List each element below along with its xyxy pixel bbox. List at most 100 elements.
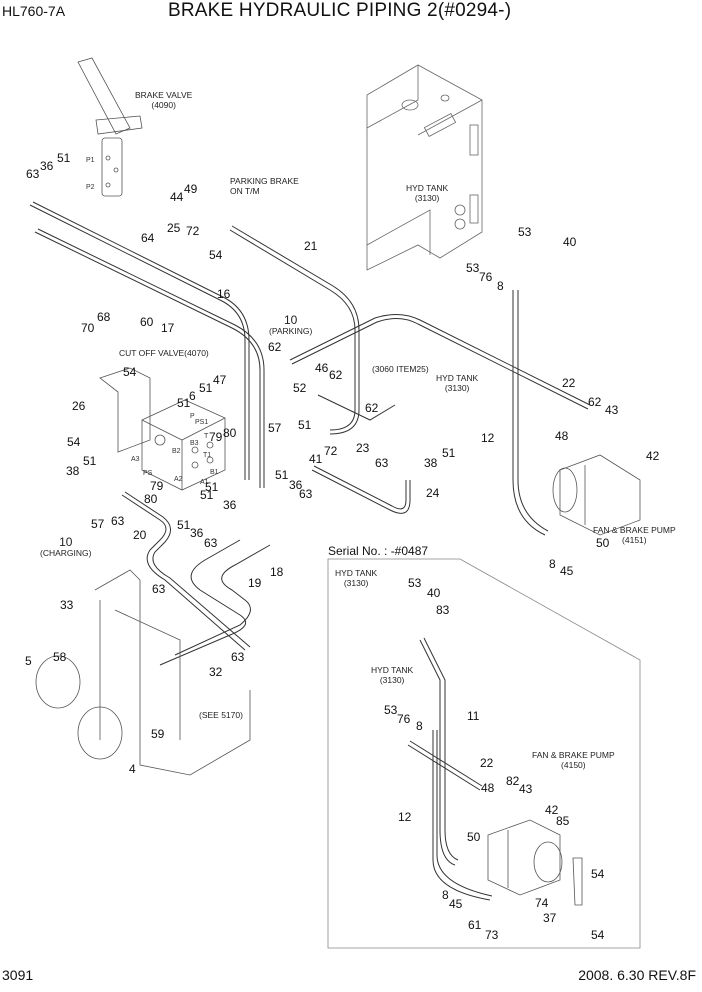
part-callout[interactable]: 63 [375, 456, 389, 470]
part-callout[interactable]: 37 [543, 911, 557, 925]
part-callout[interactable]: 76 [397, 712, 411, 726]
part-callout[interactable]: 42 [545, 803, 559, 817]
part-callout[interactable]: 63 [231, 650, 245, 664]
part-callout[interactable]: 8 [442, 888, 449, 902]
part-callout[interactable]: 43 [519, 782, 533, 796]
part-callout[interactable]: 51 [199, 381, 213, 395]
part-callout[interactable]: 47 [213, 373, 227, 387]
part-callout[interactable]: 4 [129, 762, 136, 776]
part-callout[interactable]: 16 [217, 287, 231, 301]
part-callout[interactable]: 57 [268, 421, 282, 435]
part-callout[interactable]: 38 [424, 456, 438, 470]
part-callout[interactable]: 5 [25, 654, 32, 668]
part-callout[interactable]: 53 [384, 703, 398, 717]
part-callout[interactable]: 51 [83, 454, 97, 468]
part-callout[interactable]: 68 [97, 310, 111, 324]
part-callout[interactable]: 63 [152, 582, 166, 596]
part-callout[interactable]: 51 [298, 418, 312, 432]
part-callout[interactable]: 54 [591, 928, 605, 942]
part-callout[interactable]: 51 [57, 151, 71, 165]
part-callout[interactable]: 38 [66, 464, 80, 478]
part-callout[interactable]: 45 [560, 564, 574, 578]
part-callout[interactable]: 62 [365, 401, 379, 415]
part-callout[interactable]: 51 [275, 468, 289, 482]
part-callout[interactable]: 60 [140, 315, 154, 329]
part-callout[interactable]: 22 [562, 376, 576, 390]
part-callout[interactable]: 58 [53, 650, 67, 664]
part-callout[interactable]: 24 [426, 486, 440, 500]
part-callout[interactable]: 12 [481, 431, 495, 445]
part-callout[interactable]: 6 [189, 389, 196, 403]
part-callout[interactable]: 42 [646, 449, 660, 463]
part-callout[interactable]: 54 [123, 365, 137, 379]
part-callout[interactable]: 40 [563, 235, 577, 249]
part-callout[interactable]: 36 [40, 159, 54, 173]
part-callout[interactable]: 57 [91, 517, 105, 531]
part-callout[interactable]: 64 [141, 231, 155, 245]
part-callout[interactable]: 50 [467, 830, 481, 844]
part-callout[interactable]: 79 [209, 430, 223, 444]
part-callout[interactable]: 48 [555, 429, 569, 443]
part-callout[interactable]: 22 [480, 756, 494, 770]
part-callout[interactable]: 26 [72, 399, 86, 413]
part-callout[interactable]: 36 [190, 526, 204, 540]
part-callout[interactable]: 54 [209, 248, 223, 262]
part-callout[interactable]: 83 [436, 603, 450, 617]
part-callout[interactable]: 33 [60, 598, 74, 612]
part-callout[interactable]: 61 [468, 918, 482, 932]
part-callout[interactable]: 62 [268, 340, 282, 354]
part-callout[interactable]: 49 [184, 182, 198, 196]
part-callout[interactable]: 46 [315, 361, 329, 375]
part-callout[interactable]: 85 [556, 814, 570, 828]
part-callout[interactable]: 41 [309, 452, 323, 466]
part-callout[interactable]: 63 [299, 487, 313, 501]
part-callout[interactable]: 53 [408, 576, 422, 590]
part-callout[interactable]: 54 [67, 435, 81, 449]
part-callout[interactable]: 36 [223, 498, 237, 512]
part-callout[interactable]: 62 [329, 368, 343, 382]
part-callout[interactable]: 36 [289, 478, 303, 492]
part-callout[interactable]: 19 [248, 576, 262, 590]
part-callout[interactable]: 11 [467, 709, 480, 723]
part-callout[interactable]: 70 [81, 321, 95, 335]
part-callout[interactable]: 53 [466, 261, 480, 275]
part-callout[interactable]: 25 [167, 221, 181, 235]
part-callout[interactable]: 73 [485, 928, 499, 942]
part-callout[interactable]: 51 [177, 396, 191, 410]
part-callout[interactable]: 18 [270, 565, 284, 579]
part-callout[interactable]: 72 [186, 224, 200, 238]
part-callout[interactable]: 48 [481, 781, 495, 795]
part-callout[interactable]: 80 [144, 492, 158, 506]
part-callout[interactable]: 12 [398, 810, 412, 824]
part-callout[interactable]: 51 [205, 480, 219, 494]
part-callout[interactable]: 44 [170, 190, 184, 204]
part-callout[interactable]: 82 [506, 774, 520, 788]
part-callout[interactable]: 79 [150, 479, 164, 493]
part-callout[interactable]: 63 [26, 167, 40, 181]
part-callout[interactable]: 40 [427, 586, 441, 600]
part-callout[interactable]: 54 [591, 867, 605, 881]
part-callout[interactable]: 51 [200, 488, 214, 502]
part-callout[interactable]: 8 [497, 279, 504, 293]
part-callout[interactable]: 32 [209, 665, 223, 679]
part-callout[interactable]: 76 [479, 270, 493, 284]
part-callout[interactable]: 43 [605, 403, 619, 417]
part-callout[interactable]: 45 [449, 897, 463, 911]
part-callout[interactable]: 80 [223, 426, 237, 440]
part-callout[interactable]: 21 [304, 239, 318, 253]
part-callout[interactable]: 8 [549, 557, 556, 571]
part-callout[interactable]: 72 [324, 444, 338, 458]
part-callout[interactable]: 20 [133, 528, 147, 542]
part-callout[interactable]: 52 [293, 381, 307, 395]
part-callout[interactable]: 51 [177, 518, 191, 532]
part-callout[interactable]: 8 [416, 719, 423, 733]
part-callout[interactable]: 50 [596, 536, 610, 550]
part-callout[interactable]: 51 [442, 446, 456, 460]
part-callout[interactable]: 63 [204, 536, 218, 550]
part-callout[interactable]: 59 [151, 727, 165, 741]
part-callout[interactable]: 62 [588, 395, 602, 409]
part-callout[interactable]: 74 [535, 896, 549, 910]
part-callout[interactable]: 17 [161, 321, 175, 335]
part-callout[interactable]: 23 [356, 441, 370, 455]
part-callout[interactable]: 63 [111, 514, 125, 528]
